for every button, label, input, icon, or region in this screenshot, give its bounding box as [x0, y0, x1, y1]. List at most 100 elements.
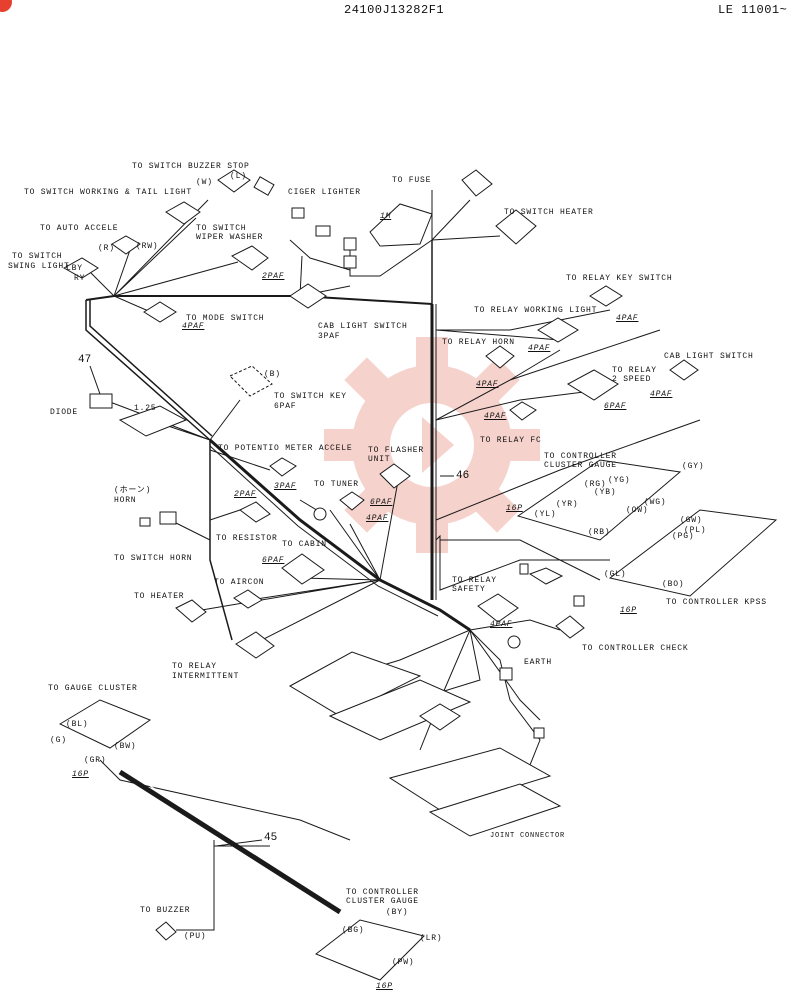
label-to-cabin: TO CABIN	[282, 540, 327, 549]
connector-relay-fc	[509, 401, 537, 421]
code-4paf-keysw: 4PAF	[616, 314, 639, 323]
code-4paf-working: 4PAF	[476, 380, 499, 389]
wire-size-125: 1.25	[134, 404, 157, 413]
wire-by: (BY)	[386, 908, 409, 917]
label-joint-connector: JOINT CONNECTOR	[490, 832, 566, 840]
connector-tuner	[313, 491, 365, 521]
label-switch-swing-1: TO SWITCH	[12, 252, 63, 261]
label-resistor: TO RESISTOR	[216, 534, 278, 543]
callout-46: 46	[456, 470, 470, 482]
connector-gauge-cluster	[58, 699, 152, 749]
label-ciger-lighter: CIGER LIGHTER	[288, 188, 361, 197]
label-controller-check: TO CONTROLLER CHECK	[582, 644, 689, 653]
code-6paf-flasher: 6PAF	[370, 498, 393, 507]
corner-badge-icon	[0, 0, 12, 12]
wire-pu: (PU)	[184, 932, 207, 941]
connector-joint-2	[428, 783, 562, 837]
connector-resistor-coil	[528, 567, 564, 585]
code-4paf-mode: 4PAF	[182, 322, 205, 331]
label-auto-accele: TO AUTO ACCELE	[40, 224, 119, 233]
label-diode: DIODE	[50, 408, 79, 417]
wire-yr: (YR)	[556, 500, 579, 509]
wire-gw: (GW)	[680, 516, 703, 525]
code-2paf-wiper: 2PAF	[262, 272, 285, 281]
connector-switch-key	[229, 365, 273, 397]
wire-pw: (PW)	[392, 958, 415, 967]
code-4paf-2speed: 4PAF	[650, 390, 673, 399]
connector-earth	[507, 635, 521, 649]
wire-w: (W)	[196, 178, 213, 187]
label-controller-gauge-1: TO CONTROLLER	[544, 452, 617, 461]
wire-lby: LBY	[66, 264, 83, 273]
label-earth: EARTH	[524, 658, 553, 667]
connector-fuse	[369, 203, 433, 247]
label-cab-light-switch-2: CAB LIGHT SWITCH	[664, 352, 754, 361]
label-controller-kpss: TO CONTROLLER KPSS	[666, 598, 767, 607]
label-flasher-1: TO FLASHER	[368, 446, 425, 455]
wire-l: (L)	[230, 172, 247, 181]
connector-flasher	[379, 463, 411, 489]
label-mode-switch: TO MODE SWITCH	[186, 314, 265, 323]
code-6paf-2speed: 6PAF	[604, 402, 627, 411]
callout-47: 47	[78, 354, 92, 366]
label-heater: TO HEATER	[134, 592, 185, 601]
label-aircon: TO AIRCON	[214, 578, 265, 587]
label-relay-key-switch: TO RELAY KEY SWITCH	[566, 274, 673, 283]
connector-auto-accele	[111, 235, 141, 255]
label-gauge-cluster: TO GAUGE CLUSTER	[48, 684, 138, 693]
connector-resistor	[239, 501, 271, 523]
label-tuner: TO TUNER	[314, 480, 359, 489]
connector-mode	[143, 301, 177, 323]
wire-bl: (BL)	[66, 720, 89, 729]
connector-heater	[175, 599, 207, 623]
label-controller-gauge-bottom-2: CLUSTER GAUGE	[346, 897, 419, 906]
wire-wg: (WG)	[644, 498, 667, 507]
connector-wiper	[231, 245, 269, 271]
label-cab-light-3paf: 3PAF	[318, 332, 341, 341]
code-4paf-flasher: 4PAF	[366, 514, 389, 523]
label-switch-heater: TO SWITCH HEATER	[504, 208, 594, 217]
connector-relay-horn	[485, 345, 515, 369]
wire-yg: (YG)	[608, 476, 631, 485]
connector-gauge-top	[516, 459, 682, 541]
code-6paf-cabin: 6PAF	[262, 556, 285, 565]
wire-yl: (YL)	[534, 510, 557, 519]
wire-g: (G)	[50, 736, 67, 745]
label-potentio-meter: TO POTENTIO METER ACCELE	[218, 444, 353, 453]
label-relay-safety-2: SAFETY	[452, 585, 486, 594]
label-relay-intermittent-2: INTERMITTENT	[172, 672, 240, 681]
label-relay-2speed-1: TO RELAY	[612, 366, 657, 375]
drawing-code: 24100J13282F1	[344, 3, 445, 17]
code-16p-kpss: 16P	[620, 606, 637, 615]
wire-bg: (BG)	[342, 926, 365, 935]
code-2paf-horn: 2PAF	[234, 490, 257, 499]
wire-pl: (PL)	[684, 526, 707, 535]
code-4paf-horn: 4PAF	[528, 344, 551, 353]
wire-pg: (PG)	[672, 532, 695, 541]
wire-yb: (YB)	[594, 488, 617, 497]
connector-buzzer	[155, 921, 177, 941]
label-controller-gauge-2: CLUSTER GAUGE	[544, 461, 617, 470]
connector-safety	[477, 593, 519, 623]
connector-bottom-sub	[419, 703, 461, 731]
wire-rg: (RG)	[584, 480, 607, 489]
label-relay-safety-1: TO RELAY	[452, 576, 497, 585]
label-switch-swing-2: SWING LIGHT	[8, 262, 70, 271]
code-4paf-safety: 4PAF	[490, 620, 513, 629]
label-switch-buzzer-stop: TO SWITCH BUZZER STOP	[132, 162, 250, 171]
wire-bw: (BW)	[114, 742, 137, 751]
wire-gr: (GR)	[84, 756, 107, 765]
label-buzzer: TO BUZZER	[140, 906, 191, 915]
label-relay-intermittent-1: TO RELAY	[172, 662, 217, 671]
connector-cab-light	[289, 283, 327, 309]
label-cab-light-switch: CAB LIGHT SWITCH	[318, 322, 408, 331]
connector-cabin	[281, 553, 325, 585]
wire-b: (B)	[264, 370, 281, 379]
connector-2speed	[566, 369, 619, 401]
label-relay-2speed-2: 2 SPEED	[612, 375, 652, 384]
connector-potentio	[269, 457, 297, 477]
label-switch-wiper-1: TO SWITCH	[196, 224, 247, 233]
label-horn: HORN	[114, 496, 137, 505]
